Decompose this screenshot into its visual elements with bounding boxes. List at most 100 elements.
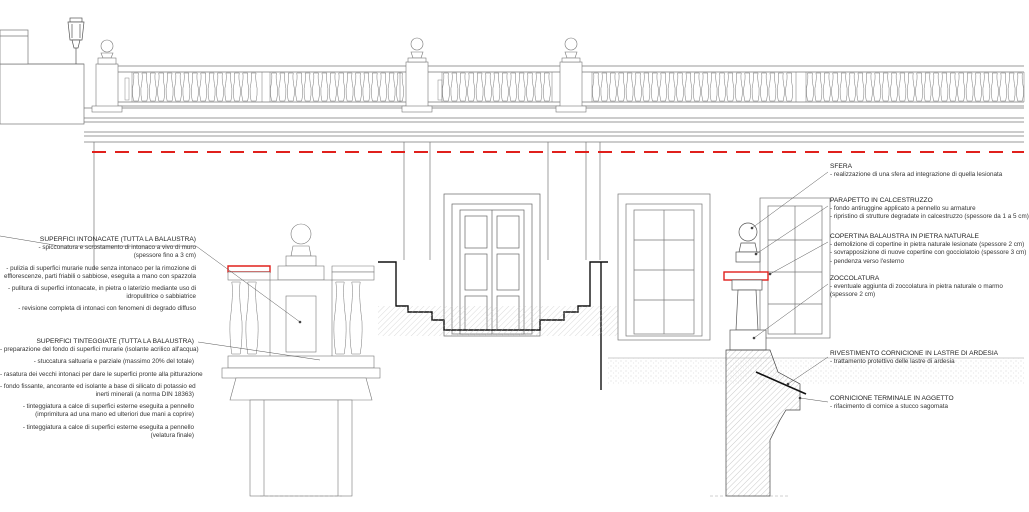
note-item: - realizzazione di una sfera ad integraz… xyxy=(830,171,1003,179)
baluster xyxy=(592,72,600,102)
baluster xyxy=(743,72,752,102)
baluster xyxy=(450,72,459,102)
note-parapetto: PARAPETTO IN CALCESTRUZZO - fondo antiru… xyxy=(830,197,1029,222)
baluster xyxy=(387,72,396,102)
baluster xyxy=(458,72,467,102)
left-section-balusters xyxy=(229,281,363,355)
baluster xyxy=(207,72,216,102)
baluster xyxy=(806,72,814,102)
pedestal-right xyxy=(555,37,587,113)
baluster xyxy=(684,72,693,102)
baluster xyxy=(600,72,609,102)
baluster xyxy=(974,72,982,102)
baluster xyxy=(990,72,999,102)
baluster xyxy=(442,72,450,102)
pedestal-left xyxy=(91,63,123,113)
baluster xyxy=(659,72,668,102)
baluster xyxy=(245,281,259,355)
baluster xyxy=(814,72,823,102)
baluster xyxy=(312,72,320,102)
baluster xyxy=(957,72,966,102)
baluster xyxy=(831,72,840,102)
baluster xyxy=(303,72,312,102)
baluster xyxy=(856,72,865,102)
baluster xyxy=(751,72,760,102)
left-section xyxy=(221,223,381,497)
baluster xyxy=(608,72,617,102)
baluster xyxy=(898,72,907,102)
baluster xyxy=(785,72,794,102)
baluster xyxy=(148,72,157,102)
baluster xyxy=(726,72,735,102)
baluster xyxy=(709,72,718,102)
note-title: ZOCCOLATURA xyxy=(830,275,880,282)
baluster xyxy=(906,72,915,102)
right-window xyxy=(617,193,711,341)
note-title: SFERA xyxy=(830,163,852,170)
baluster xyxy=(132,72,140,102)
baluster xyxy=(701,72,710,102)
baluster xyxy=(337,72,346,102)
baluster xyxy=(249,72,258,102)
baluster xyxy=(467,72,476,102)
baluster xyxy=(692,72,701,102)
baluster xyxy=(396,72,404,102)
note-copertina: COPERTINA BALAUSTRA IN PIETRA NATURALE -… xyxy=(830,233,1026,266)
baluster xyxy=(873,72,882,102)
baluster xyxy=(174,72,182,102)
note-superfici-intonacate: SUPERFICI INTONACATE (TUTTA LA BALAUSTRA… xyxy=(4,236,196,314)
baluster xyxy=(140,72,149,102)
baluster xyxy=(534,72,543,102)
baluster xyxy=(667,72,676,102)
baluster xyxy=(517,72,526,102)
note-item: - rifacimento di cornice a stucco sagoma… xyxy=(830,403,948,411)
note-sfera: SFERA - realizzazione di una sfera ad in… xyxy=(830,163,1002,179)
baluster xyxy=(839,72,848,102)
baluster xyxy=(822,72,831,102)
baluster xyxy=(320,72,329,102)
note-title: RIVESTIMENTO CORNICIONE IN LASTRE DI ARD… xyxy=(830,350,999,357)
baluster xyxy=(776,72,785,102)
baluster xyxy=(634,72,642,102)
note-rivestimento: RIVESTIMENTO CORNICIONE IN LASTRE DI ARD… xyxy=(830,350,998,366)
baluster xyxy=(484,72,492,102)
baluster xyxy=(216,72,224,102)
baluster xyxy=(492,72,501,102)
note-item: - eventuale aggiunta di zoccolatura in p… xyxy=(830,283,1003,291)
note-item: efflorescenze, parti friabili o sabbiose… xyxy=(4,272,197,280)
note-item: (spessore fino a 3 cm) xyxy=(133,252,196,260)
baluster xyxy=(278,72,287,102)
baluster xyxy=(286,72,295,102)
baluster xyxy=(345,72,354,102)
note-item: (imprimitura ad una mano ed ulteriori du… xyxy=(35,411,194,419)
baluster xyxy=(379,72,388,102)
baluster xyxy=(1016,72,1024,102)
baluster xyxy=(650,72,659,102)
note-item: - pendenza verso l'esterno xyxy=(830,257,905,265)
note-item: - revisione completa di intonaci con fen… xyxy=(18,305,196,313)
baluster xyxy=(500,72,509,102)
baluster xyxy=(190,72,199,102)
baluster xyxy=(354,72,362,102)
baluster xyxy=(923,72,932,102)
baluster xyxy=(768,72,777,102)
baluster xyxy=(718,72,726,102)
note-title: COPERTINA BALAUSTRA IN PIETRA NATURALE xyxy=(830,233,979,240)
note-item: inerti minerali (a norma DIN 18363) xyxy=(95,391,194,399)
note-item: - tinteggiatura a calce di superfici est… xyxy=(22,423,194,431)
baluster xyxy=(526,72,534,102)
baluster xyxy=(232,72,241,102)
note-item: - fondo fissante, ancorante ed isolante … xyxy=(0,382,196,390)
baluster xyxy=(229,281,243,355)
baluster xyxy=(982,72,991,102)
note-zoccolatura: ZOCCOLATURA - eventuale aggiunta di zocc… xyxy=(830,275,1003,300)
note-superfici-tinteggiate: SUPERFICI TINTEGGIATE (TUTTA LA BALAUSTR… xyxy=(0,338,203,440)
note-item: - ripristino di strutture degradate in c… xyxy=(830,213,1029,221)
baluster xyxy=(1007,72,1016,102)
baluster xyxy=(676,72,684,102)
note-item: - rasatura dei vecchi intonaci per dare … xyxy=(0,370,203,378)
baluster xyxy=(370,72,379,102)
baluster xyxy=(333,281,347,355)
